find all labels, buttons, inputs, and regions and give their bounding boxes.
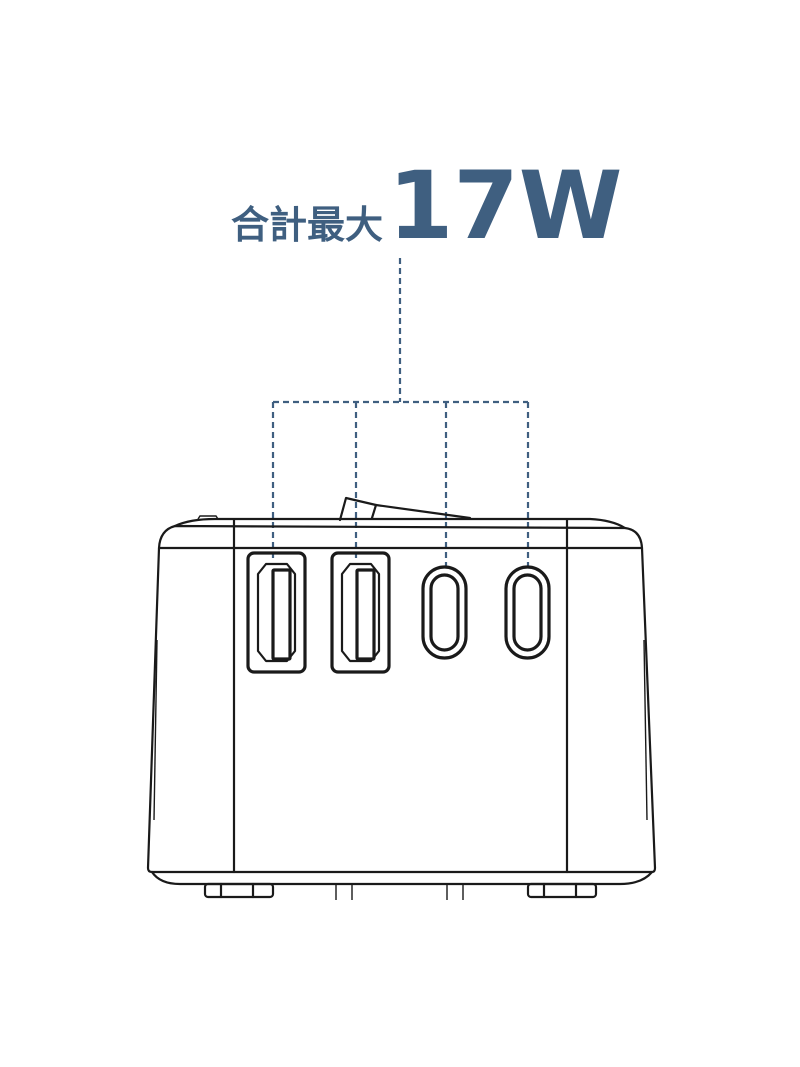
charger-body (146, 496, 657, 900)
left-side-groove (153, 639, 158, 821)
right-side-groove (643, 639, 648, 821)
usb-a-port-icon (246, 551, 307, 674)
usb-c-port-icon (421, 565, 468, 660)
usb-a-port-icon (330, 551, 391, 674)
total-max-wattage: 17W (388, 152, 623, 261)
base-lip (150, 870, 654, 886)
slide-switch-track (374, 503, 472, 520)
housing-outline (146, 524, 657, 874)
usb-c-port-icon (504, 565, 551, 660)
right-foot (526, 882, 598, 899)
slide-switch (338, 496, 378, 522)
total-max-label: 合計最大 (231, 203, 383, 247)
top-cap (173, 517, 627, 530)
port-connector-lines (271, 258, 530, 568)
left-foot (203, 882, 275, 899)
top-cap-notch (197, 515, 219, 520)
